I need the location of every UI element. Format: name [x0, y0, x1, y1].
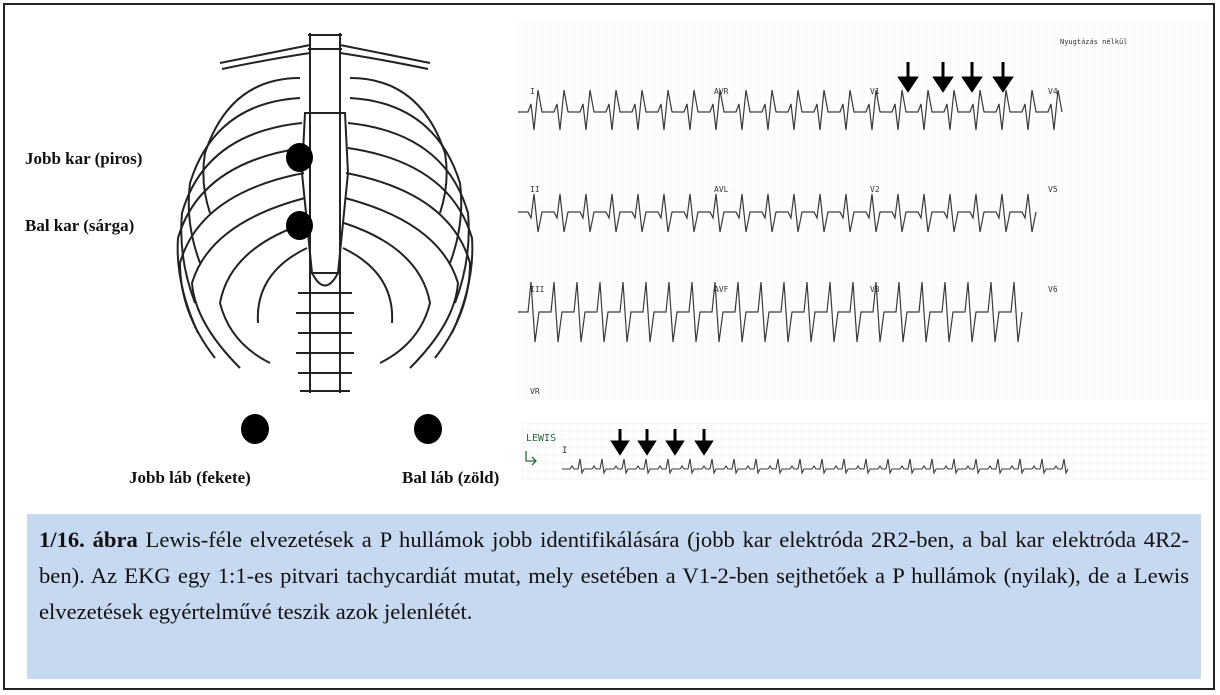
lewis-lead: I — [562, 446, 567, 456]
right-arm-label: Jobb kar (piros) — [25, 149, 142, 169]
ecg-lead-label: III — [530, 285, 545, 294]
caption-paragraph: 1/16. ábra Lewis-féle elvezetések a P hu… — [39, 522, 1189, 630]
ecg-lead-label: V1 — [870, 87, 880, 96]
rib-cage-illustration — [160, 23, 490, 395]
ecg-lead-label: V6 — [1048, 285, 1058, 294]
ecg-lead-label: AVF — [714, 285, 729, 294]
figure-caption: 1/16. ábra Lewis-féle elvezetések a P hu… — [27, 514, 1201, 679]
ecg-lead-label: V2 — [870, 185, 880, 194]
lewis-label: LEWIS — [526, 433, 556, 444]
ecg-lead-label: II — [530, 185, 540, 194]
right-arm-electrode-marker — [286, 143, 313, 172]
caption-text: Lewis-féle elvezetések a P hullámok jobb… — [39, 527, 1189, 624]
left-leg-label: Bal láb (zöld) — [402, 468, 499, 488]
figure-frame: Jobb kar (piros) Bal kar (sárga) Jobb lá… — [3, 3, 1215, 690]
caption-title: 1/16. ábra — [39, 527, 138, 552]
ecg-lead-label: AVL — [714, 185, 729, 194]
ecg-lead-label: VR — [530, 387, 540, 396]
twelve-lead-ecg: I AVR V1 V4 II AVL V2 V5 III AVF V3 V6 V… — [518, 22, 1213, 400]
ecg-lead-label: AVR — [714, 87, 729, 96]
right-leg-label: Jobb láb (fekete) — [129, 468, 251, 488]
ecg-lead-label: V4 — [1048, 87, 1058, 96]
ecg-note: Nyugtázás nélkül — [1060, 38, 1127, 46]
right-leg-electrode-marker — [241, 414, 269, 444]
ecg-lead-label: V3 — [870, 285, 880, 294]
left-arm-electrode-marker — [286, 211, 313, 240]
left-leg-electrode-marker — [414, 414, 442, 444]
ecg-lead-label: V5 — [1048, 185, 1058, 194]
lewis-lead-strip: LEWIS I — [522, 423, 1210, 481]
ecg-lead-label: I — [530, 87, 535, 96]
left-arm-label: Bal kar (sárga) — [25, 216, 134, 236]
